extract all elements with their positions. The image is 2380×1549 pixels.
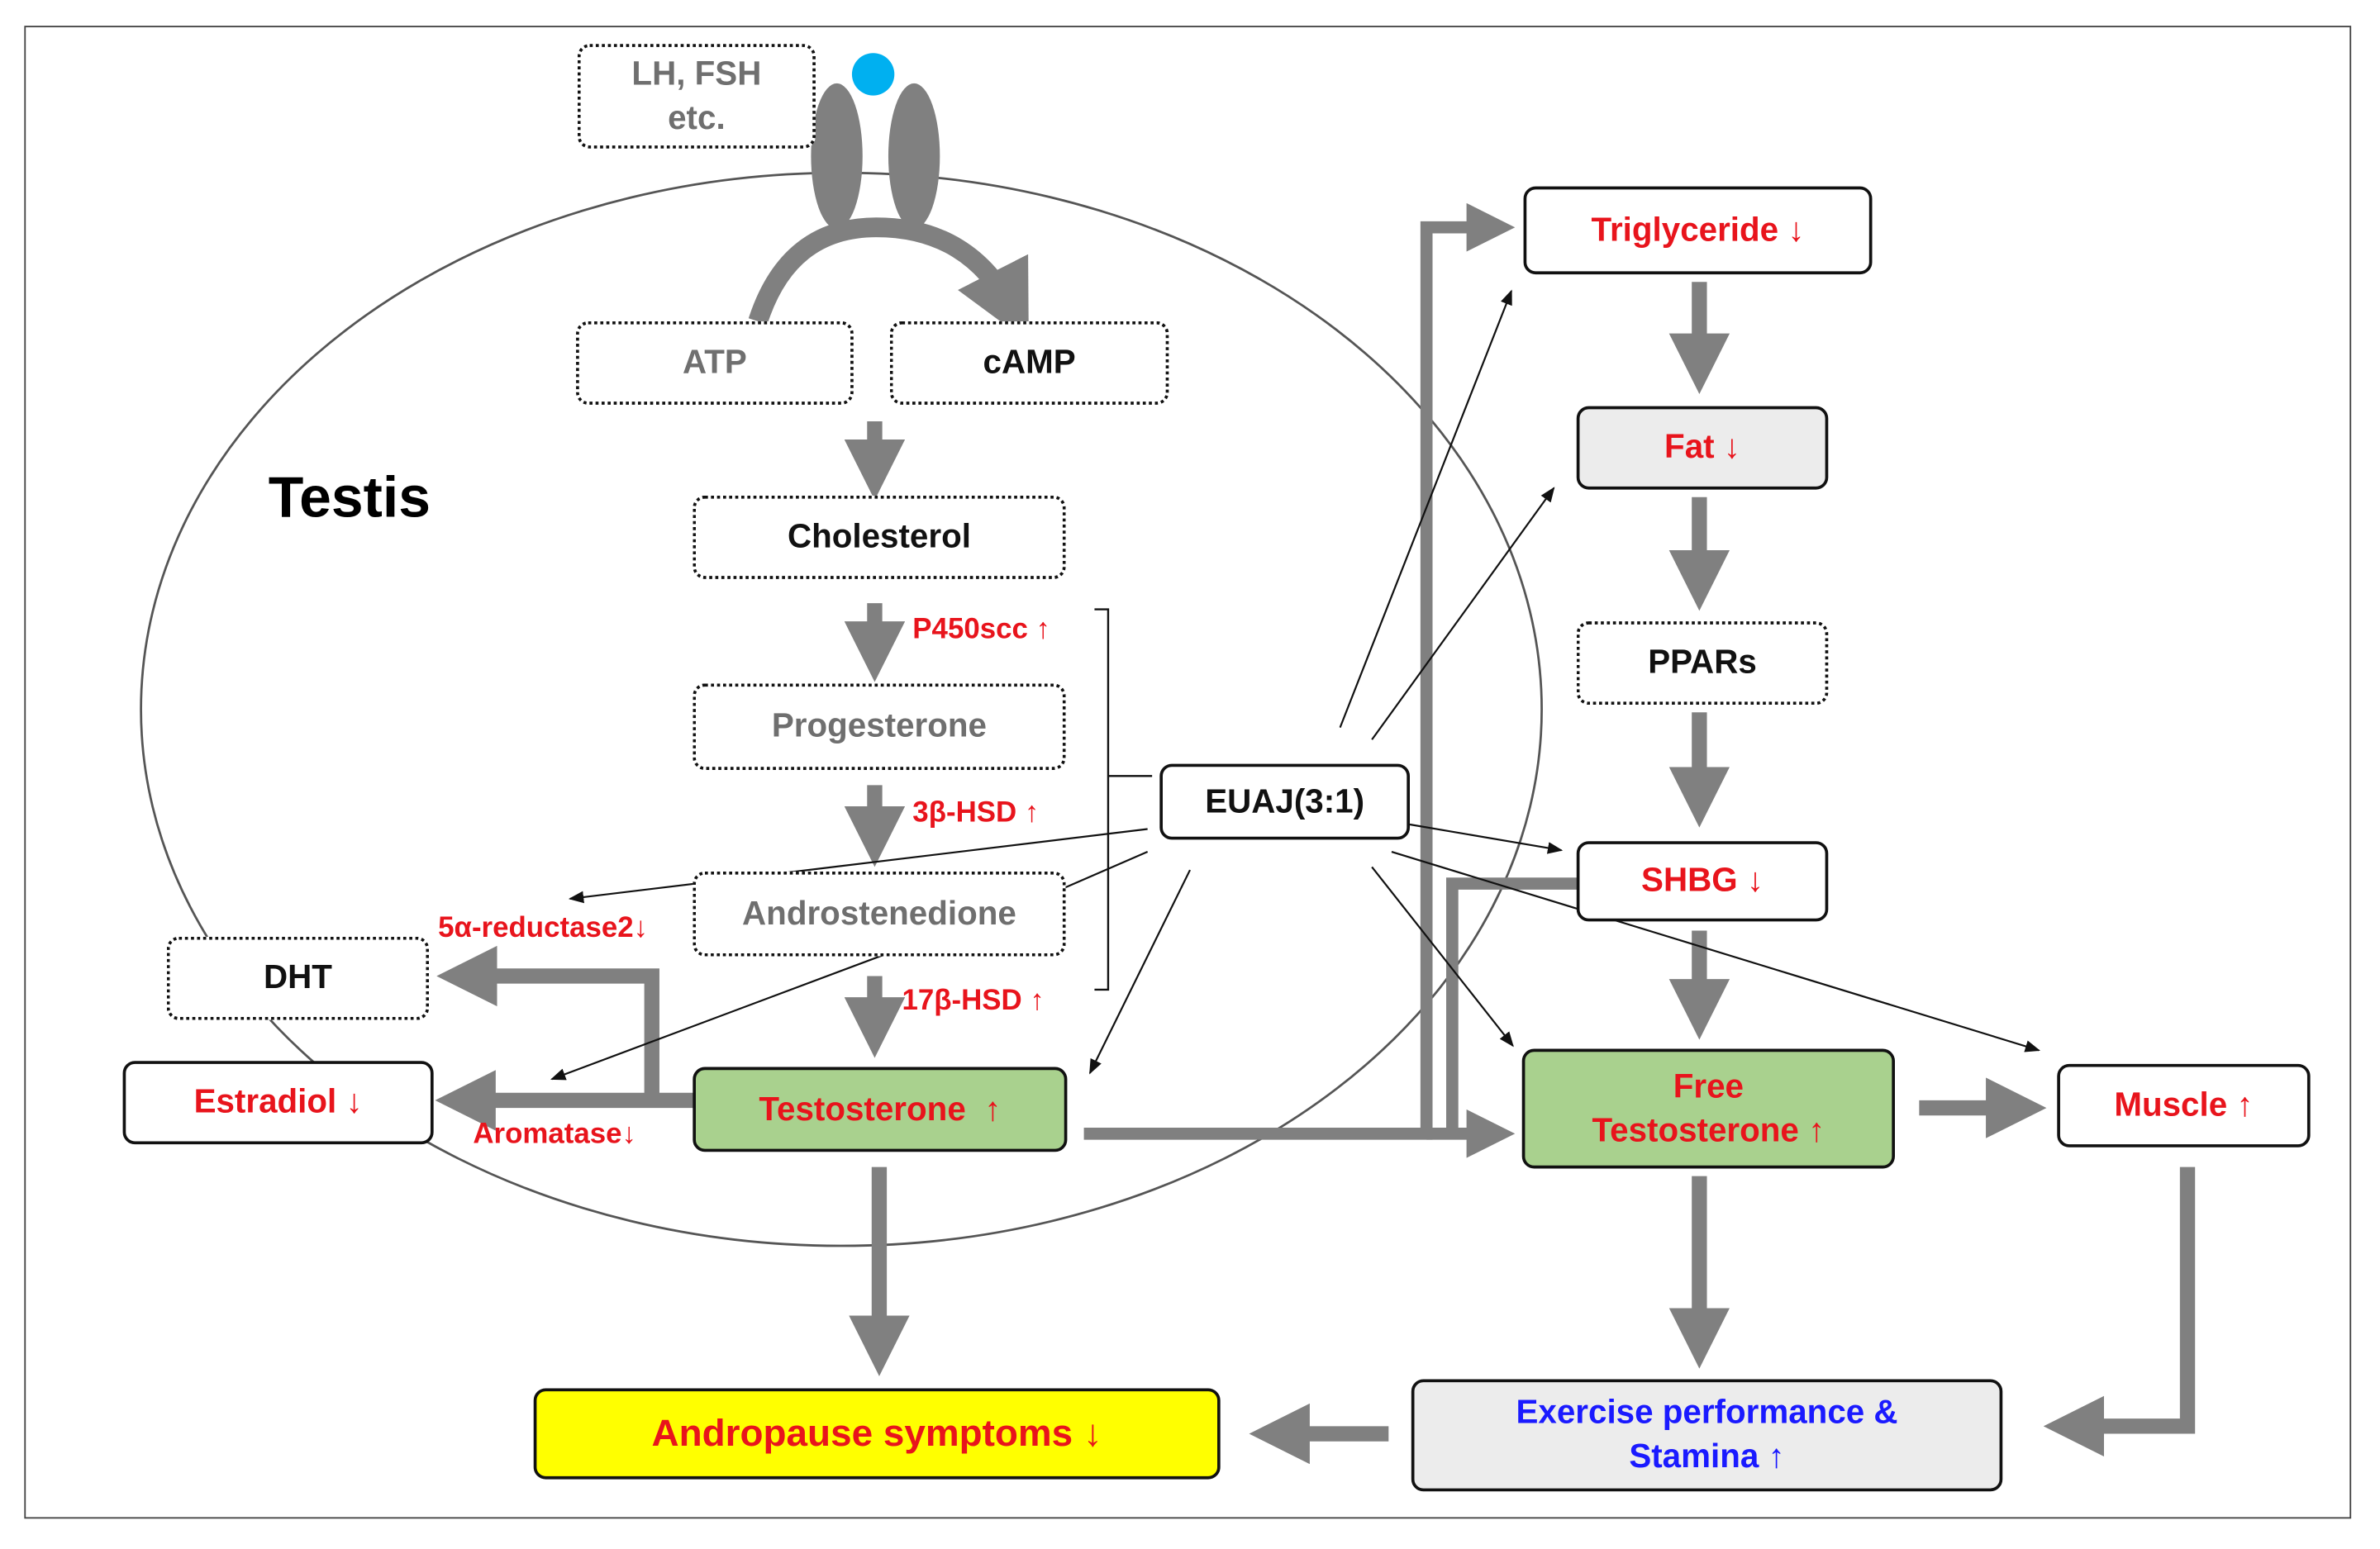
- euaj-arrow-free-testosterone: [1371, 866, 1514, 1048]
- euaj-arrow-muscle: [1391, 850, 2041, 1052]
- ppars-node: PPARs: [1576, 621, 1829, 706]
- shbg-node: SHBG ↓: [1576, 841, 1829, 922]
- atp-to-camp-curve: [748, 217, 1029, 343]
- andropause-node: Andropause symptoms ↓: [533, 1388, 1221, 1480]
- testosterone-node: Testosterone ↑: [693, 1067, 1068, 1152]
- estradiol-node: Estradiol ↓: [122, 1061, 434, 1145]
- enzyme-5alpha-reductase2: 5α-reductase2↓: [438, 912, 649, 944]
- dht-node: DHT: [166, 936, 430, 1020]
- camp-node: cAMP: [889, 321, 1169, 405]
- muscle-node: Muscle ↑: [2057, 1063, 2311, 1147]
- enzyme-3beta-hsd: 3β-HSD ↑: [912, 796, 1040, 829]
- enzyme-brace: [1094, 608, 1153, 991]
- testis-label: Testis: [268, 467, 431, 531]
- androstenedione-node: Androstenedione: [693, 871, 1066, 957]
- enzyme-aromatase: Aromatase↓: [473, 1118, 636, 1151]
- free-testosterone-node: Free Testosterone ↑: [1521, 1048, 1895, 1169]
- exercise-performance-node: Exercise performance & Stamina ↑: [1411, 1379, 2003, 1492]
- receptor-left-lobe: [811, 83, 863, 230]
- shbg-binding-line: [1446, 877, 1580, 1134]
- euaj-node: EUAJ(3:1): [1159, 763, 1410, 840]
- receptor-right-lobe: [888, 83, 940, 230]
- euaj-arrow-shbg: [1409, 823, 1564, 854]
- arrow-muscle-exercise: [2043, 1167, 2196, 1457]
- figure-frame: [24, 26, 2352, 1519]
- triglyceride-node: Triglyceride ↓: [1523, 186, 1873, 275]
- progesterone-node: Progesterone: [693, 683, 1066, 770]
- arrow-testosterone-triglyceride: [1083, 202, 1516, 1140]
- fat-node: Fat ↓: [1576, 406, 1829, 490]
- euaj-arrow-triglyceride: [1339, 289, 1512, 729]
- cholesterol-node: Cholesterol: [693, 495, 1066, 579]
- euaj-arrow-reductase: [568, 828, 1148, 904]
- euaj-arrow-testosterone: [1088, 869, 1191, 1075]
- arrow-testosterone-dht: [436, 945, 659, 1100]
- ligand-dot: [851, 53, 895, 96]
- atp-node: ATP: [576, 321, 854, 405]
- ligand-box: LH, FSH etc.: [577, 44, 816, 149]
- enzyme-p450scc: P450scc ↑: [912, 614, 1050, 646]
- enzyme-17beta-hsd: 17β-HSD ↑: [902, 985, 1045, 1018]
- euaj-arrow-fat: [1371, 487, 1555, 740]
